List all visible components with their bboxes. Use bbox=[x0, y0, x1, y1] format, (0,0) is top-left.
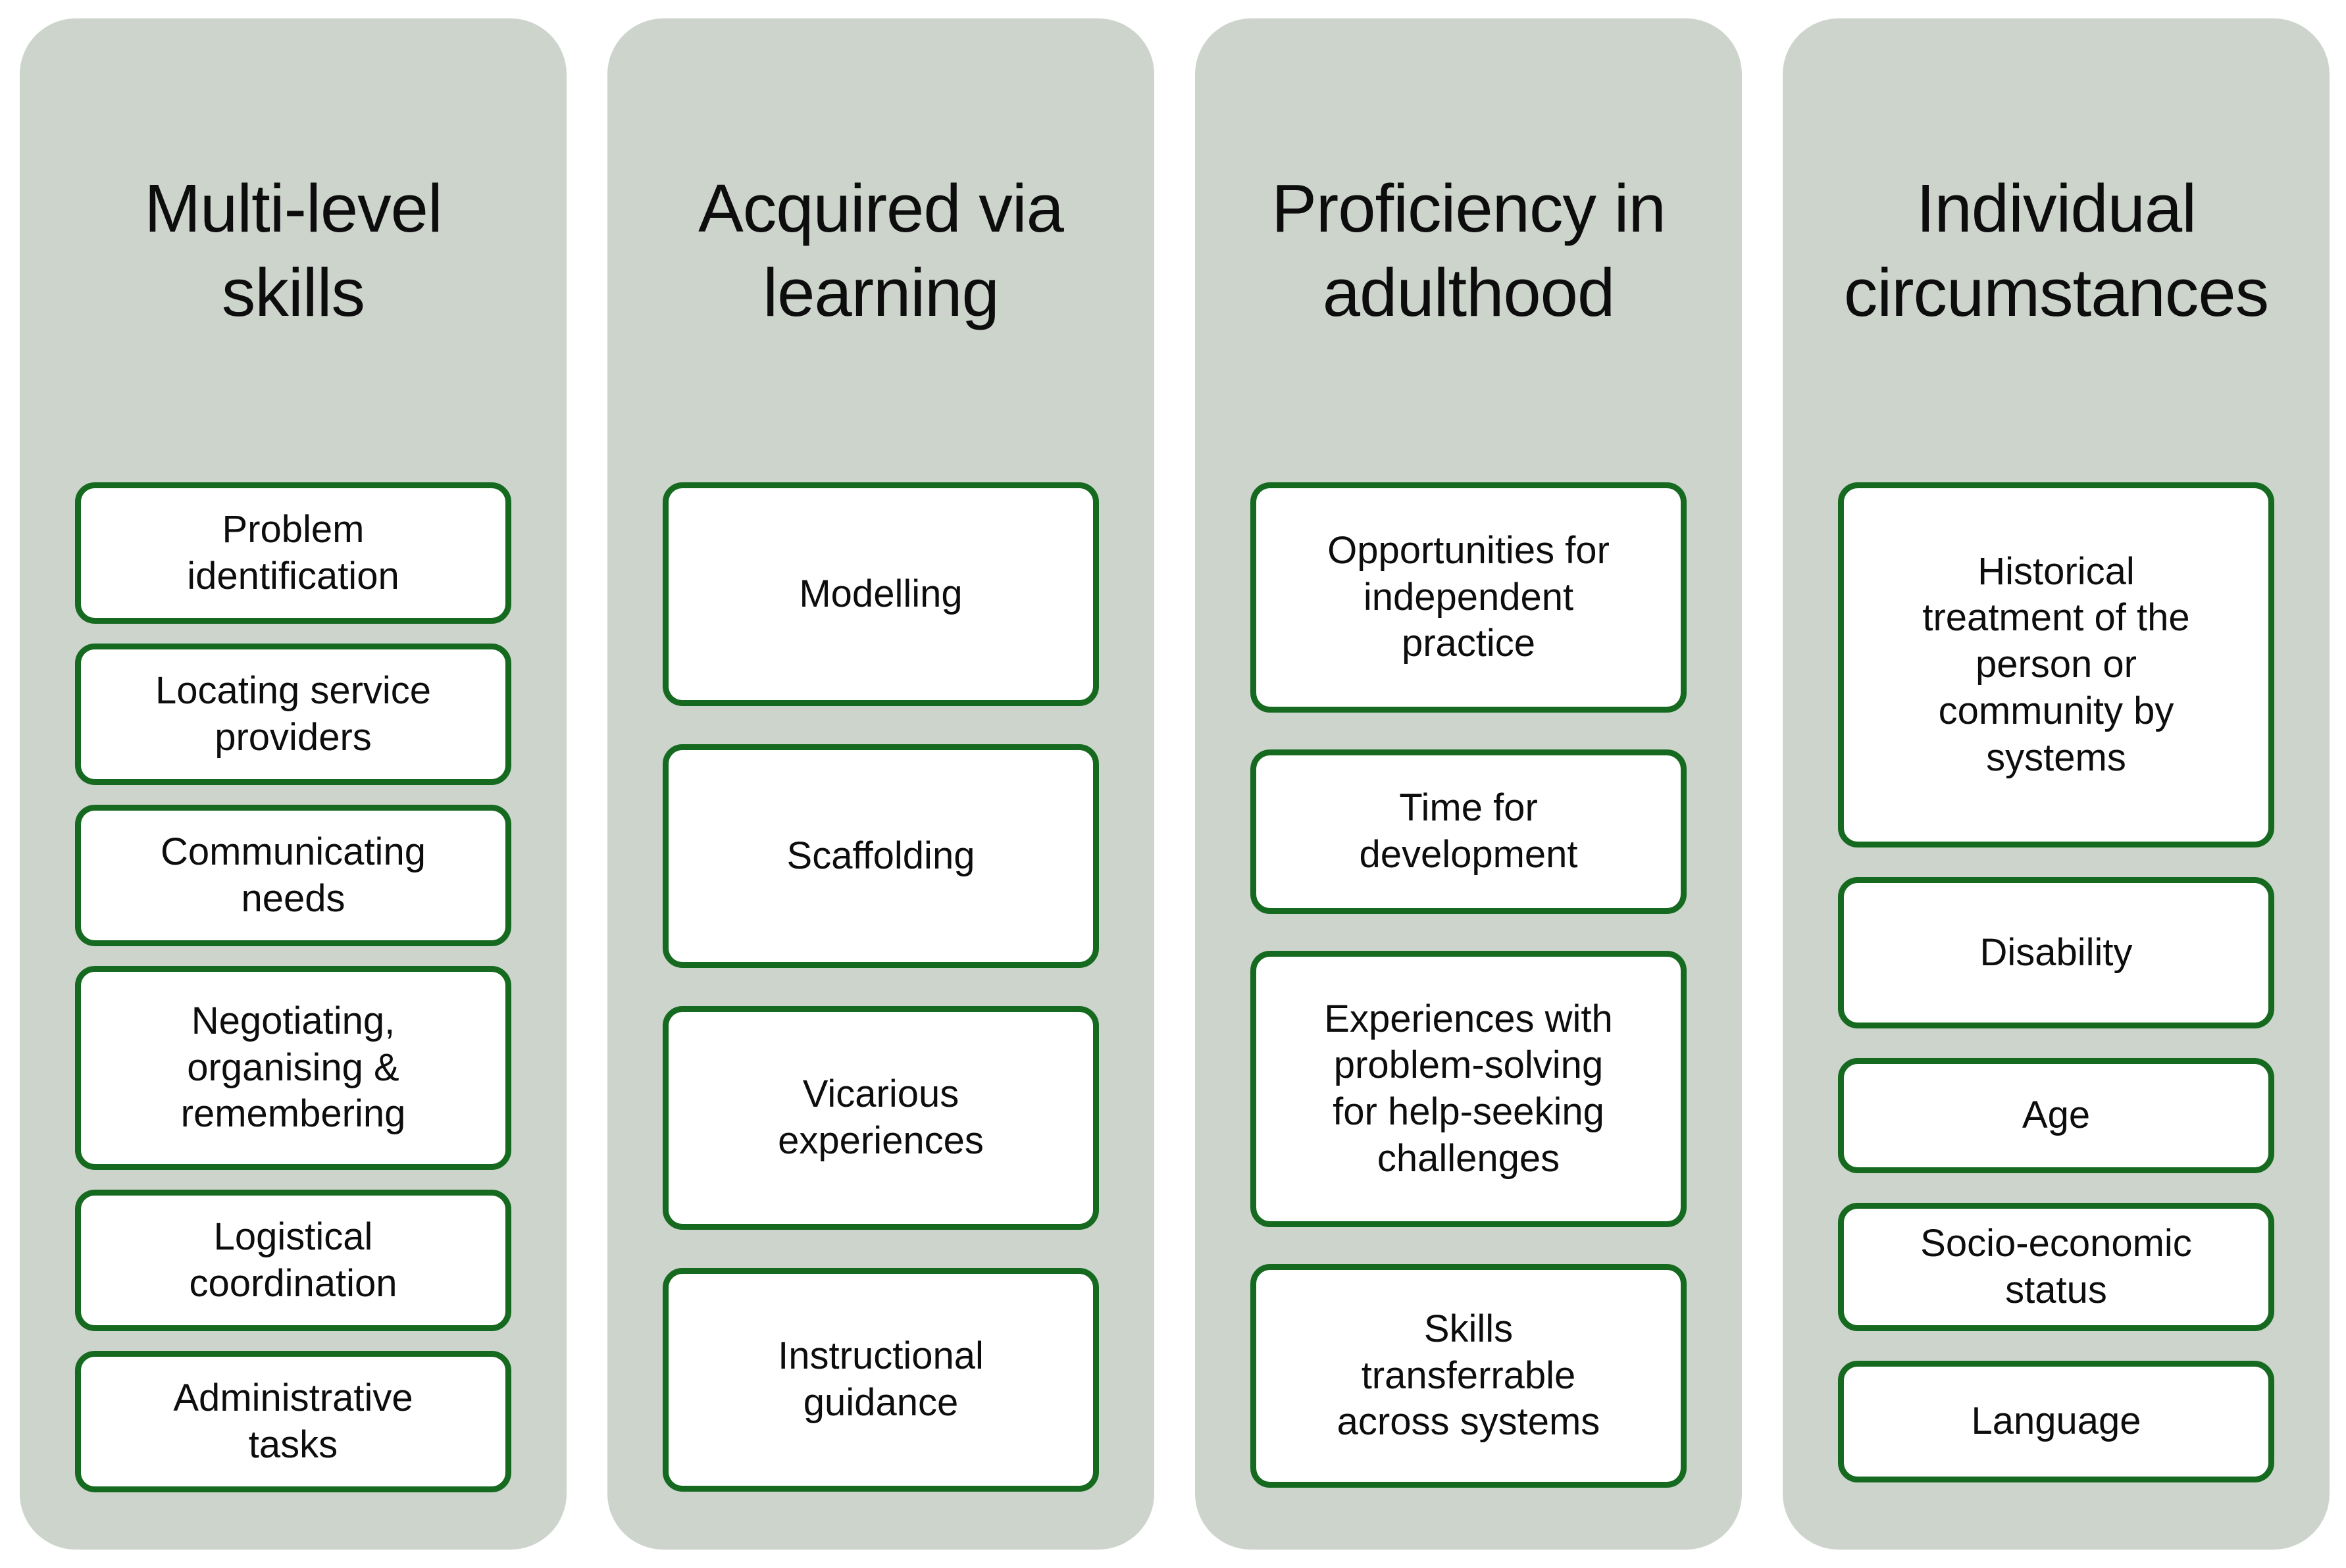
column-title: Proficiency in adulthood bbox=[1271, 170, 1666, 330]
column-title: Multi-level skills bbox=[144, 170, 443, 330]
box-label: Scaffolding bbox=[786, 834, 975, 877]
column-title: Individual circumstances bbox=[1843, 170, 2269, 330]
box-locating-service-providers: Locating service providers bbox=[75, 644, 511, 785]
box-list: Modelling Scaffolding Vicarious experien… bbox=[607, 482, 1154, 1492]
column-proficiency-in-adulthood: Proficiency in adulthood Opportunities f… bbox=[1195, 18, 1742, 1550]
box-label: Historical treatment of the person or co… bbox=[1922, 549, 2190, 779]
box-disability: Disability bbox=[1838, 877, 2274, 1028]
column-title: Acquired via learning bbox=[698, 170, 1064, 330]
box-label: Modelling bbox=[799, 572, 963, 615]
box-historical-treatment: Historical treatment of the person or co… bbox=[1838, 482, 2274, 847]
column-individual-circumstances: Individual circumstances Historical trea… bbox=[1783, 18, 2330, 1550]
box-list: Opportunities for independent practice T… bbox=[1195, 482, 1742, 1488]
box-socio-economic-status: Socio-economic status bbox=[1838, 1203, 2274, 1331]
box-logistical-coordination: Logistical coordination bbox=[75, 1190, 511, 1331]
box-label: Administrative tasks bbox=[173, 1376, 413, 1466]
box-label: Skills transferrable across systems bbox=[1337, 1307, 1600, 1444]
box-label: Communicating needs bbox=[161, 830, 426, 920]
box-language: Language bbox=[1838, 1361, 2274, 1482]
box-list: Problem identification Locating service … bbox=[20, 482, 567, 1492]
box-label: Age bbox=[2022, 1094, 2091, 1137]
box-skills-transferrable: Skills transferrable across systems bbox=[1250, 1264, 1687, 1488]
box-experiences-problem-solving: Experiences with problem-solving for hel… bbox=[1250, 951, 1687, 1227]
box-label: Experiences with problem-solving for hel… bbox=[1324, 997, 1613, 1180]
box-modelling: Modelling bbox=[663, 482, 1099, 706]
column-title-area: Multi-level skills bbox=[20, 18, 567, 482]
box-label: Locating service providers bbox=[155, 669, 432, 759]
box-label: Vicarious experiences bbox=[778, 1073, 984, 1162]
column-acquired-via-learning: Acquired via learning Modelling Scaffold… bbox=[607, 18, 1154, 1550]
box-administrative-tasks: Administrative tasks bbox=[75, 1351, 511, 1492]
box-label: Logistical coordination bbox=[189, 1215, 397, 1305]
column-title-area: Acquired via learning bbox=[607, 18, 1154, 482]
box-label: Problem identification bbox=[187, 507, 399, 597]
box-label: Instructional guidance bbox=[778, 1334, 984, 1424]
box-vicarious-experiences: Vicarious experiences bbox=[663, 1006, 1099, 1230]
column-multi-level-skills: Multi-level skills Problem identificatio… bbox=[20, 18, 567, 1550]
box-label: Language bbox=[1971, 1400, 2141, 1443]
box-label: Time for development bbox=[1359, 786, 1578, 876]
box-list: Historical treatment of the person or co… bbox=[1783, 482, 2330, 1482]
column-title-area: Individual circumstances bbox=[1783, 18, 2330, 482]
box-time-for-development: Time for development bbox=[1250, 749, 1687, 914]
box-label: Negotiating, organising & remembering bbox=[180, 999, 406, 1136]
box-problem-identification: Problem identification bbox=[75, 482, 511, 624]
box-label: Disability bbox=[1979, 930, 2133, 974]
box-label: Socio-economic status bbox=[1920, 1221, 2192, 1311]
box-label: Opportunities for independent practice bbox=[1327, 528, 1610, 665]
column-title-area: Proficiency in adulthood bbox=[1195, 18, 1742, 482]
box-age: Age bbox=[1838, 1058, 2274, 1173]
box-opportunities-independent-practice: Opportunities for independent practice bbox=[1250, 482, 1687, 713]
box-scaffolding: Scaffolding bbox=[663, 744, 1099, 968]
box-instructional-guidance: Instructional guidance bbox=[663, 1268, 1099, 1492]
box-communicating-needs: Communicating needs bbox=[75, 805, 511, 946]
box-negotiating-organising-remembering: Negotiating, organising & remembering bbox=[75, 966, 511, 1170]
